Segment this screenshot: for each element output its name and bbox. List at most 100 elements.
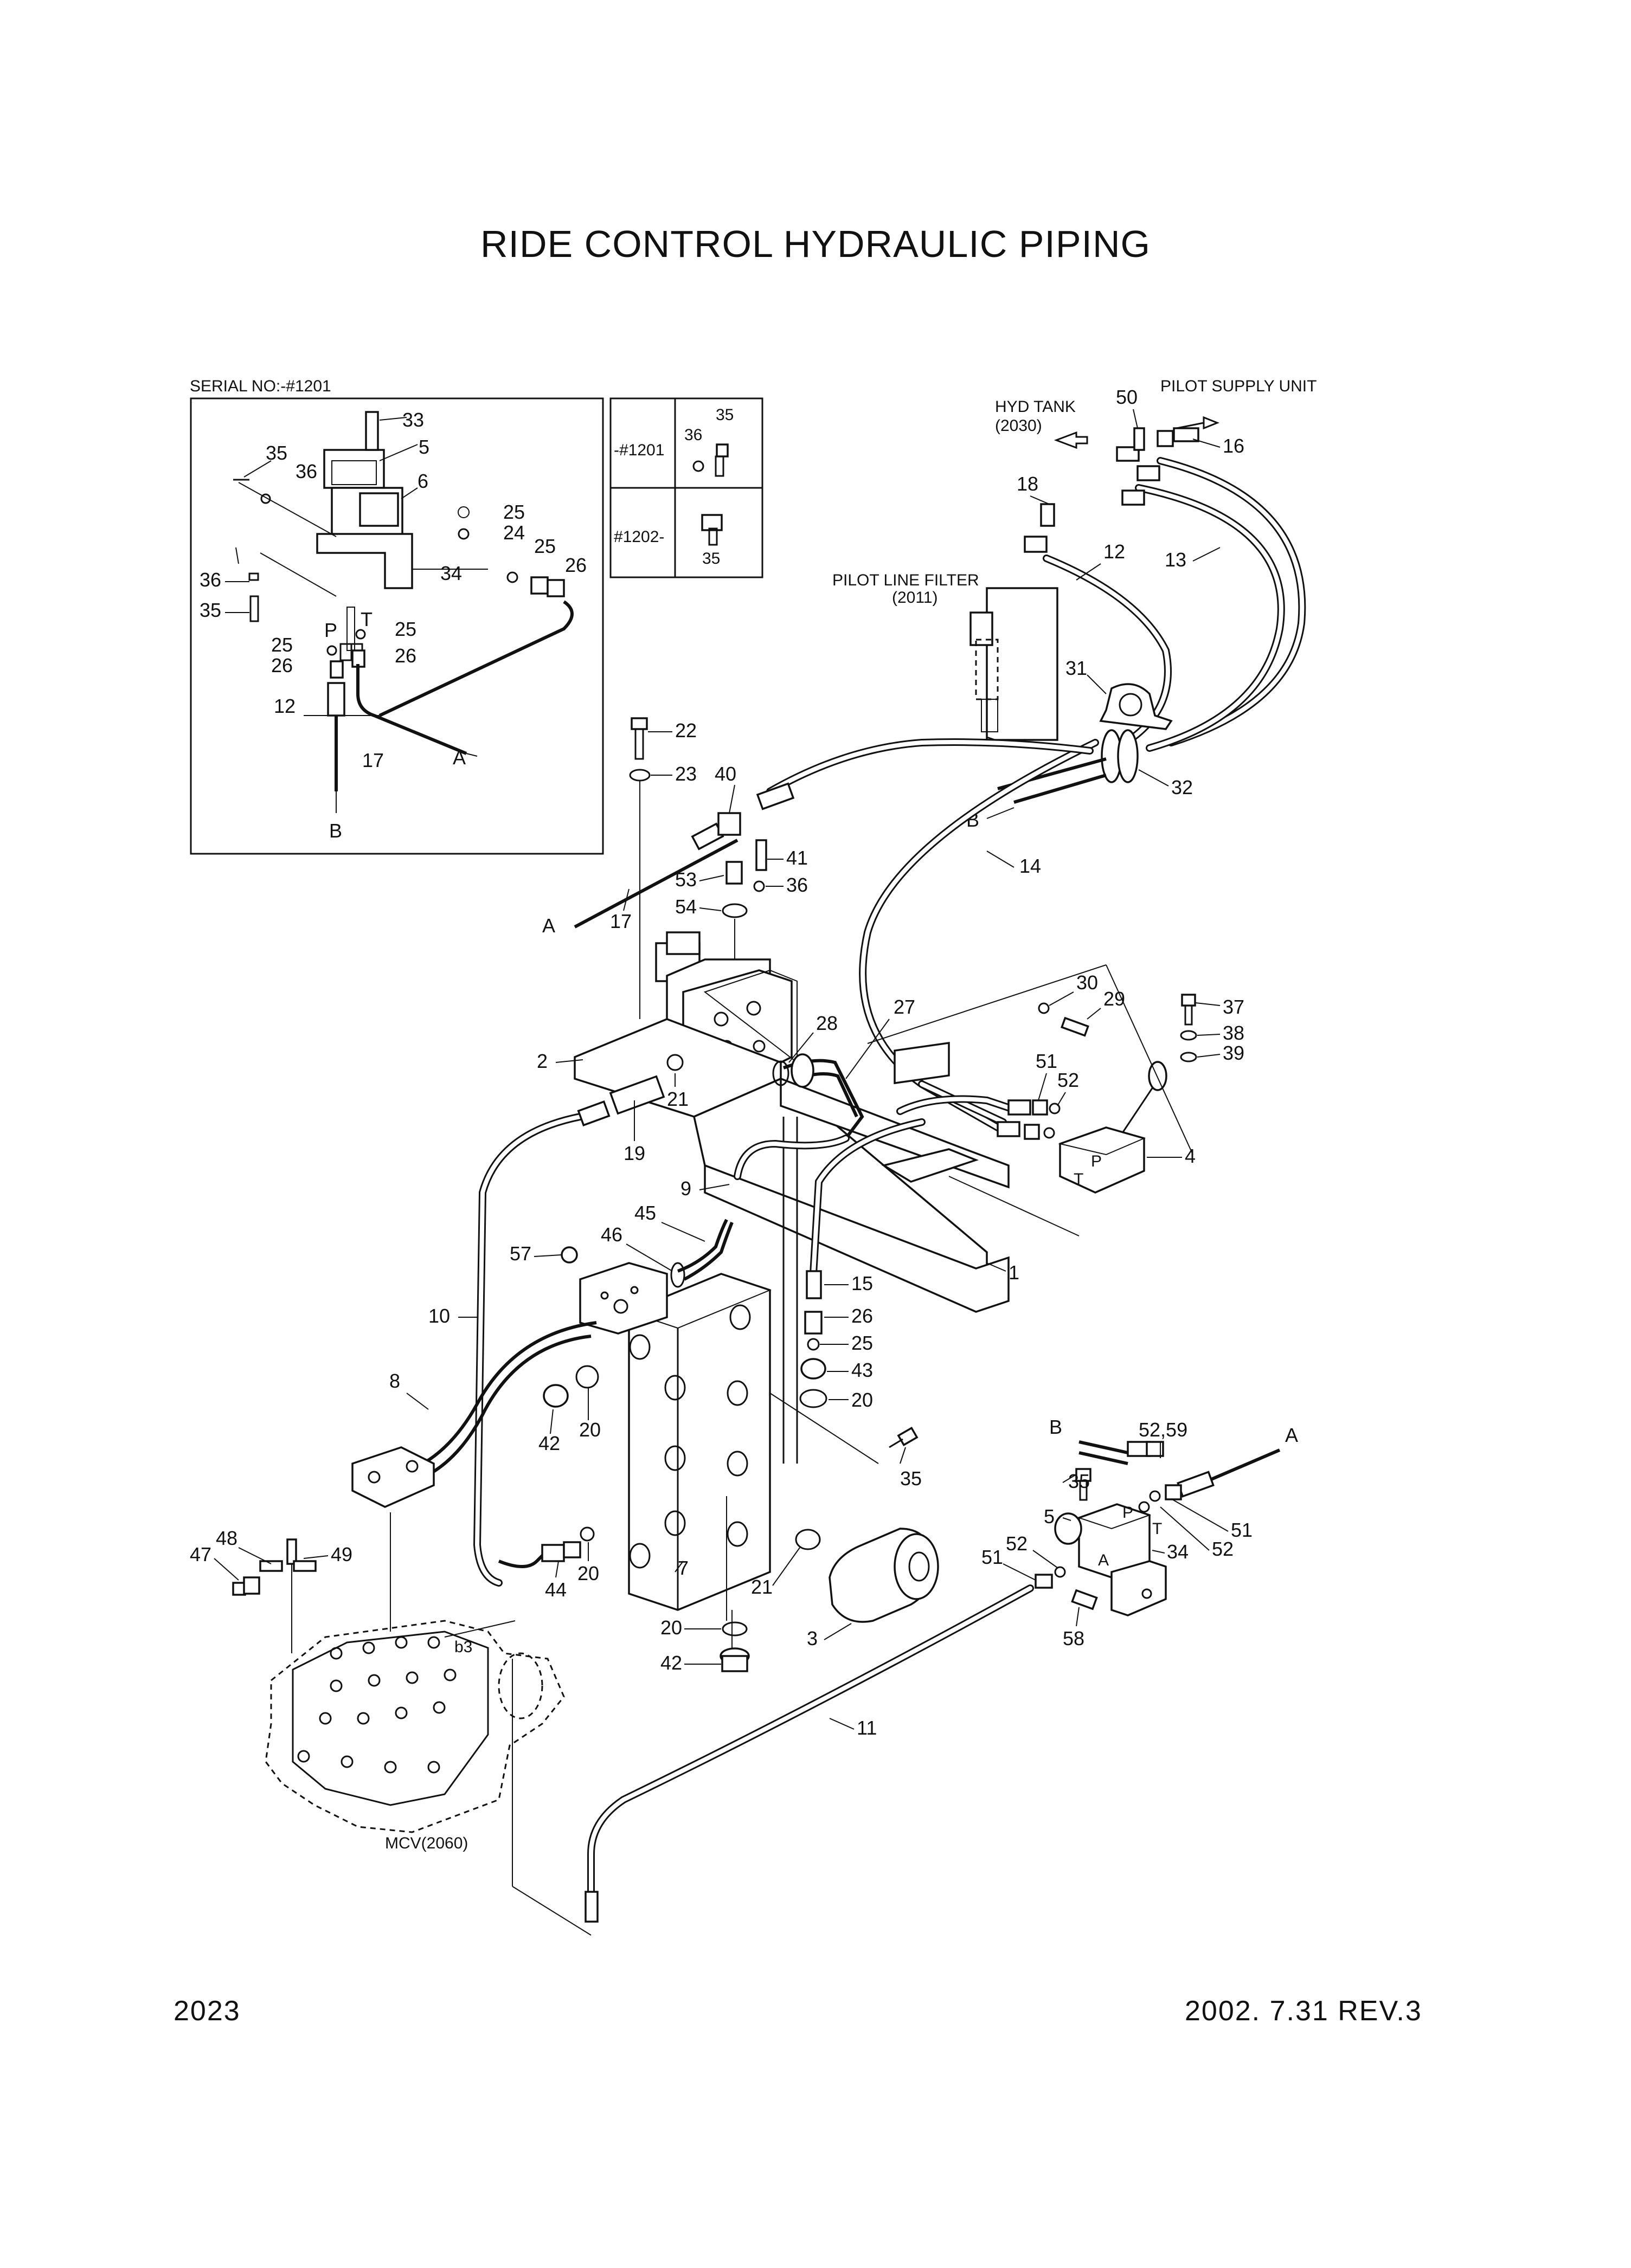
inset-callout-33: 33 — [402, 409, 424, 431]
hose-14: 14 — [859, 739, 1099, 1131]
page-number: 2023 — [174, 1995, 241, 2027]
inset-callout-25-b: 25 — [534, 535, 556, 557]
upper-fasteners: 22 23 40 41 53 36 54 — [629, 717, 808, 1019]
callout-21-lower: 21 — [751, 1576, 773, 1598]
inset-callout-B: B — [329, 820, 342, 842]
callout-25: 25 — [851, 1332, 873, 1354]
callout-42-upper: 42 — [538, 1432, 560, 1454]
callout-27: 27 — [894, 996, 915, 1018]
variant-serial-1: -#1201 — [614, 441, 664, 459]
inset-frame — [190, 397, 604, 855]
inset-callout-24: 24 — [503, 521, 525, 544]
inset-callout-36-mid: 36 — [200, 569, 221, 591]
manifold-ports — [629, 1304, 751, 1569]
callout-39: 39 — [1223, 1042, 1244, 1064]
callout-28: 28 — [816, 1012, 838, 1034]
callout-20-bottom: 20 — [660, 1616, 682, 1639]
valve4-port-T: T — [1074, 1170, 1083, 1188]
inset-callout-26-a: 26 — [565, 554, 587, 576]
callout-1: 1 — [1009, 1261, 1019, 1284]
callout-8: 8 — [389, 1370, 400, 1392]
variant-table: -#1201 #1202- 36 35 35 — [609, 397, 763, 578]
manifold-piping: 21 19 28 27 9 — [609, 996, 915, 1200]
callout-32: 32 — [1171, 776, 1193, 798]
callout-42-bottom: 42 — [660, 1652, 682, 1674]
callout-16: 16 — [1223, 435, 1244, 457]
mcv-label: MCV(2060) — [385, 1834, 468, 1852]
diagram-title: RIDE CONTROL HYDRAULIC PIPING — [480, 223, 1151, 265]
lower-right-valve: B 52,59 A 51 52 35 — [585, 1416, 1298, 1923]
variant-part-35-b: 35 — [702, 550, 720, 568]
variant-serial-2: #1202- — [614, 528, 664, 546]
callout-51-lower: 51 — [981, 1546, 1003, 1568]
callout-21-upper: 21 — [667, 1088, 689, 1110]
callout-52: 52 — [1057, 1069, 1079, 1091]
variant-part-35-a: 35 — [716, 406, 734, 424]
callout-17: 17 — [610, 910, 632, 932]
callout-53: 53 — [675, 868, 697, 891]
callout-15: 15 — [851, 1272, 873, 1294]
callout-38: 38 — [1223, 1022, 1244, 1044]
inset-callout-A: A — [453, 746, 466, 769]
callout-19: 19 — [624, 1142, 645, 1164]
mcv-valve: b3 MCV(2060) 48 47 49 — [190, 1496, 727, 1936]
callout-44: 44 — [545, 1578, 567, 1601]
callout-35-mid: 35 — [900, 1467, 922, 1490]
callout-34-right: 34 — [1167, 1541, 1189, 1563]
callout-A-right: A — [1285, 1424, 1298, 1446]
serial-inset: SERIAL NO:-#1201 — [190, 377, 604, 855]
callout-58: 58 — [1063, 1627, 1084, 1650]
inset-callout-36-top: 36 — [296, 460, 317, 482]
callout-49: 49 — [331, 1543, 352, 1565]
callout-14: 14 — [1019, 855, 1041, 877]
callout-51-right: 51 — [1231, 1519, 1253, 1541]
callout-20-left: 20 — [577, 1562, 599, 1584]
pilot-filter-ref: (2011) — [892, 589, 938, 607]
bracket-frame: 2 1 — [537, 1018, 1019, 1464]
callout-57: 57 — [510, 1242, 531, 1265]
accumulator-manifold: 57 45 46 10 15 26 25 — [351, 1100, 939, 1674]
inset-callout-25-a: 25 — [503, 501, 525, 523]
valve34-port-T: T — [1152, 1520, 1162, 1538]
callout-48: 48 — [216, 1527, 237, 1549]
callout-52-lower: 52 — [1006, 1532, 1028, 1555]
to-tank-arrow-icon — [1054, 431, 1088, 449]
pilot-hoses: 13 12 18 — [1017, 457, 1306, 752]
callout-37: 37 — [1223, 996, 1244, 1018]
mcv-port-b3: b3 — [454, 1638, 472, 1656]
to-pilot-arrow-icon — [1203, 416, 1220, 430]
callout-20-right: 20 — [851, 1389, 873, 1411]
revision-date: 2002. 7.31 REV.3 — [1185, 1995, 1422, 2027]
inset-callout-5: 5 — [419, 436, 429, 458]
callout-22: 22 — [675, 719, 697, 742]
callout-A-left: A — [542, 914, 555, 937]
serial-note: SERIAL NO:-#1201 — [190, 377, 331, 395]
inset-callout-25-c: 25 — [395, 618, 416, 640]
callout-2: 2 — [537, 1050, 548, 1072]
callout-18: 18 — [1017, 473, 1038, 495]
callout-36: 36 — [786, 874, 808, 896]
callout-3: 3 — [807, 1627, 818, 1650]
callout-35-right: 35 — [1068, 1470, 1090, 1492]
pilot-line-filter: PILOT LINE FILTER (2011) — [832, 571, 1058, 744]
callout-12: 12 — [1103, 540, 1125, 563]
callout-46: 46 — [601, 1223, 622, 1246]
callout-10: 10 — [428, 1305, 450, 1327]
callout-13: 13 — [1165, 549, 1186, 571]
callout-26: 26 — [851, 1305, 873, 1327]
callout-23: 23 — [675, 763, 697, 785]
callout-5-right: 5 — [1044, 1505, 1055, 1528]
inset-callout-26-b: 26 — [395, 645, 416, 667]
callout-30: 30 — [1076, 971, 1098, 994]
inset-callout-6: 6 — [418, 470, 428, 492]
callout-41: 41 — [786, 847, 808, 869]
callout-47: 47 — [190, 1543, 211, 1565]
callout-51: 51 — [1036, 1050, 1057, 1072]
inset-callout-26-c: 26 — [271, 654, 293, 676]
callout-52-right: 52 — [1212, 1538, 1234, 1560]
callout-40: 40 — [715, 763, 736, 785]
hose-clamp: 31 32 B — [966, 657, 1193, 831]
valve34-port-P: P — [1122, 1504, 1133, 1522]
